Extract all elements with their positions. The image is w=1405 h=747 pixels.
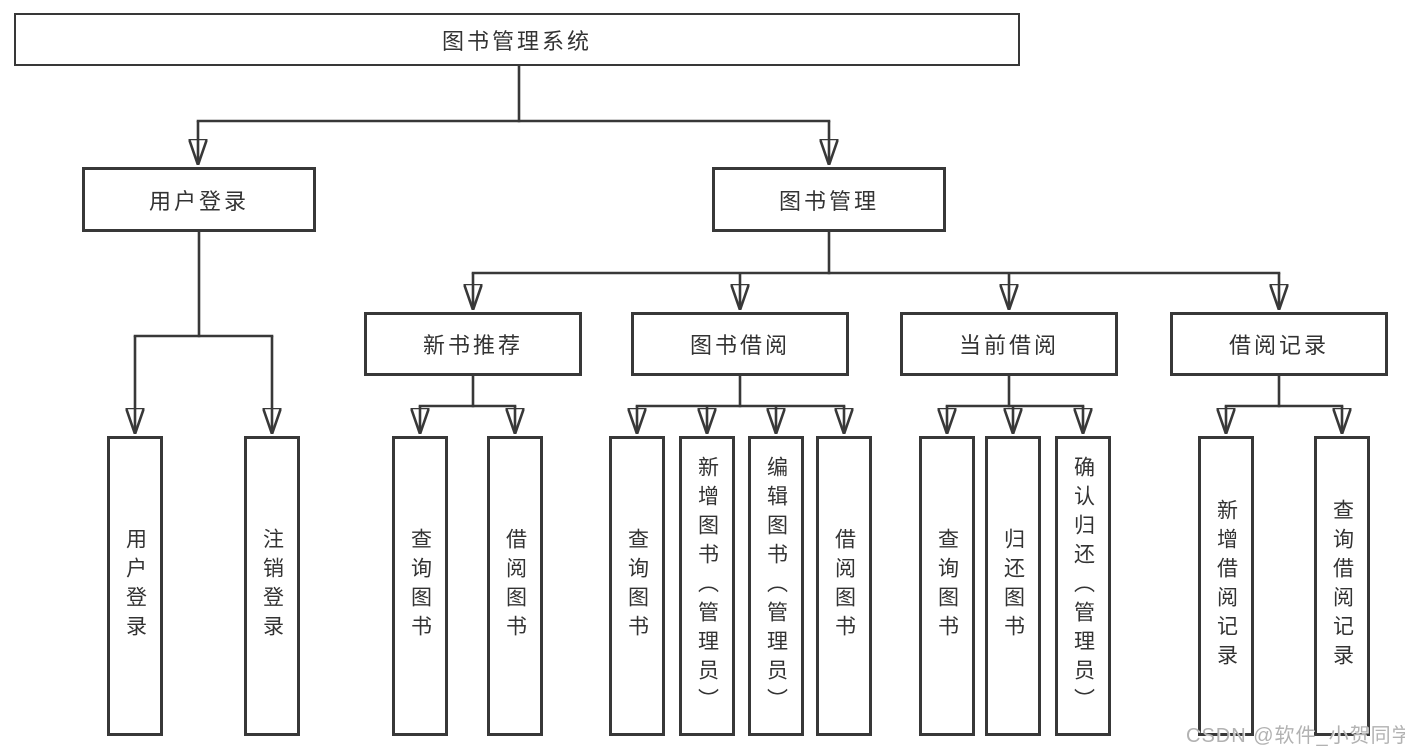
leaf-recommend-query-book-label: 查询图书: [408, 528, 432, 644]
node-new-book-recommend: 新书推荐: [364, 312, 582, 376]
node-borrow-records: 借阅记录: [1170, 312, 1388, 376]
leaf-recommend-borrow-book-label: 借阅图书: [503, 528, 527, 644]
connector-book-borrow-to-leaves: [637, 374, 844, 433]
leaf-borrow-edit-book-admin: 编辑图书（管理员）: [748, 436, 804, 736]
leaf-borrow-edit-book-admin-label: 编辑图书（管理员）: [764, 455, 788, 717]
leaf-records-query-record: 查询借阅记录: [1314, 436, 1370, 736]
watermark: CSDN @软件_小贺同学: [1186, 725, 1405, 747]
connector-book-management-to-level3: [473, 230, 1279, 309]
leaf-records-add-record-label: 新增借阅记录: [1214, 499, 1238, 673]
node-new-book-recommend-label: 新书推荐: [422, 333, 523, 358]
connector-root-to-level2: [198, 64, 829, 164]
leaf-current-confirm-return-admin-label: 确认归还（管理员）: [1071, 455, 1095, 717]
leaf-borrow-borrow-book: 借阅图书: [816, 436, 872, 736]
connector-borrow-records-to-leaves: [1226, 374, 1342, 433]
node-root: 图书管理系统: [14, 13, 1020, 66]
leaf-logout-label: 注销登录: [260, 528, 284, 644]
leaf-current-return-book-label: 归还图书: [1001, 528, 1025, 644]
node-user-login-label: 用户登录: [148, 188, 249, 214]
connector-user-login-to-leaves: [135, 230, 272, 433]
leaf-recommend-borrow-book: 借阅图书: [487, 436, 543, 736]
leaf-borrow-query-book-label: 查询图书: [625, 528, 649, 644]
node-book-management: 图书管理: [712, 167, 946, 232]
leaf-user-login: 用户登录: [107, 436, 163, 736]
leaf-recommend-query-book: 查询图书: [392, 436, 448, 736]
node-book-management-label: 图书管理: [778, 188, 879, 214]
node-book-borrow-label: 图书借阅: [689, 333, 790, 358]
node-book-borrow: 图书借阅: [631, 312, 849, 376]
leaf-user-login-label: 用户登录: [123, 528, 147, 644]
leaf-current-return-book: 归还图书: [985, 436, 1041, 736]
connector-new-book-recommend-to-leaves: [420, 374, 515, 433]
leaf-borrow-add-book-admin: 新增图书（管理员）: [679, 436, 735, 736]
connector-current-borrow-to-leaves: [947, 374, 1083, 433]
node-user-login: 用户登录: [82, 167, 316, 232]
node-root-label: 图书管理系统: [441, 28, 592, 54]
leaf-borrow-add-book-admin-label: 新增图书（管理员）: [695, 455, 719, 717]
node-borrow-records-label: 借阅记录: [1228, 333, 1329, 358]
leaf-records-query-record-label: 查询借阅记录: [1330, 499, 1354, 673]
leaf-borrow-query-book: 查询图书: [609, 436, 665, 736]
node-current-borrow: 当前借阅: [900, 312, 1118, 376]
leaf-borrow-borrow-book-label: 借阅图书: [832, 528, 856, 644]
leaf-current-confirm-return-admin: 确认归还（管理员）: [1055, 436, 1111, 736]
leaf-current-query-book-label: 查询图书: [935, 528, 959, 644]
leaf-current-query-book: 查询图书: [919, 436, 975, 736]
node-current-borrow-label: 当前借阅: [958, 333, 1059, 358]
leaf-logout: 注销登录: [244, 436, 300, 736]
leaf-records-add-record: 新增借阅记录: [1198, 436, 1254, 736]
